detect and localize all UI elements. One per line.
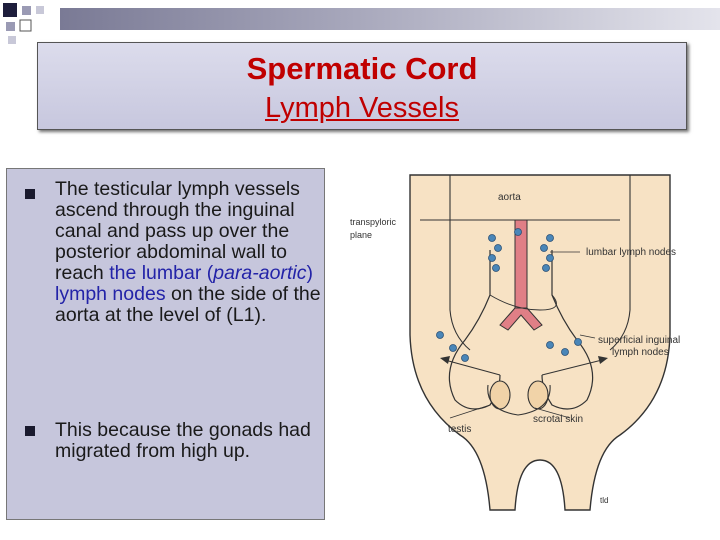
slide-subtitle: Lymph Vessels <box>38 91 686 125</box>
slide-subtitle-text: Lymph Vessels <box>265 92 459 124</box>
decorative-squares <box>0 0 60 50</box>
bullet-text-2: This because the gonads had migrated fro… <box>55 419 311 462</box>
title-box: Spermatic Cord Lymph Vessels <box>37 42 687 130</box>
label-superficial-inguinal: superficial inguinal <box>598 335 680 346</box>
label-plane: plane <box>350 230 372 240</box>
bullet-1-part-4: ) lymph nodes <box>55 262 313 305</box>
torso-outline <box>409 174 671 511</box>
label-aorta: aorta <box>498 192 521 203</box>
slide-title: Spermatic Cord <box>246 51 478 86</box>
anatomy-figure: aorta transpyloric plane lumbar lymph no… <box>340 160 720 530</box>
decorative-header-bar <box>60 8 720 30</box>
content-box: The testicular lymph vessels ascend thro… <box>6 168 325 520</box>
bullet-1-part-5: on the side of the aorta at the level of… <box>55 283 321 326</box>
label-lymph-nodes: lymph nodes <box>612 347 669 358</box>
left-testis <box>489 380 511 410</box>
label-credit: tld <box>600 496 608 505</box>
bullet-text-1: The testicular lymph vessels ascend thro… <box>55 179 321 326</box>
lumbar-lymph-nodes <box>488 228 554 272</box>
superficial-inguinal-lymph-nodes <box>436 331 582 362</box>
bullet-marker-1 <box>25 189 35 199</box>
label-transpyloric: transpyloric <box>350 217 397 227</box>
bullet-1-part-3: para-aortic <box>213 262 307 284</box>
label-scrotal-skin: scrotal skin <box>533 414 583 425</box>
label-testis: testis <box>448 424 471 435</box>
bullet-marker-2 <box>25 426 35 436</box>
right-testis <box>527 380 549 410</box>
bullet-1-part-1: The testicular lymph vessels ascend thro… <box>55 178 300 284</box>
bullet-1-part-2: the lumbar ( <box>109 262 214 284</box>
label-lumbar-lymph-nodes: lumbar lymph nodes <box>586 247 676 258</box>
